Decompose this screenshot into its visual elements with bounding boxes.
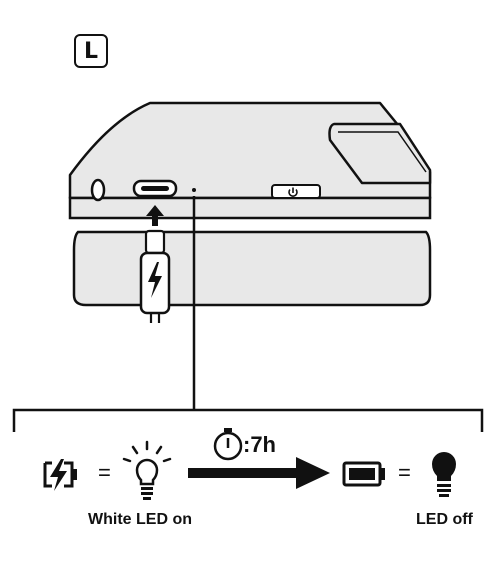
callout-bracket [12, 196, 484, 432]
equals-sign-left: = [98, 460, 111, 485]
power-button [271, 184, 321, 199]
usb-c-cable-icon [139, 229, 171, 323]
light-bulb-on-icon [122, 440, 172, 500]
headphone-earcup-edge [68, 101, 432, 307]
power-icon [288, 187, 298, 197]
battery-full-icon [342, 461, 385, 487]
light-bulb-off-icon [432, 452, 456, 497]
side-indicator-badge: L [74, 34, 108, 68]
battery-charging-icon [43, 459, 77, 491]
led-on-caption: White LED on [88, 511, 192, 528]
equals-sign-right: = [398, 460, 411, 485]
led-off-caption: LED off [416, 511, 473, 528]
insert-arrow-icon [146, 205, 164, 226]
usb-c-port [132, 179, 178, 198]
stopwatch-icon [213, 428, 243, 461]
led-indicator [192, 188, 196, 192]
charge-duration-label: :7h [243, 432, 276, 457]
headphone-jack-icon [90, 178, 106, 202]
right-arrow-icon [188, 457, 330, 489]
